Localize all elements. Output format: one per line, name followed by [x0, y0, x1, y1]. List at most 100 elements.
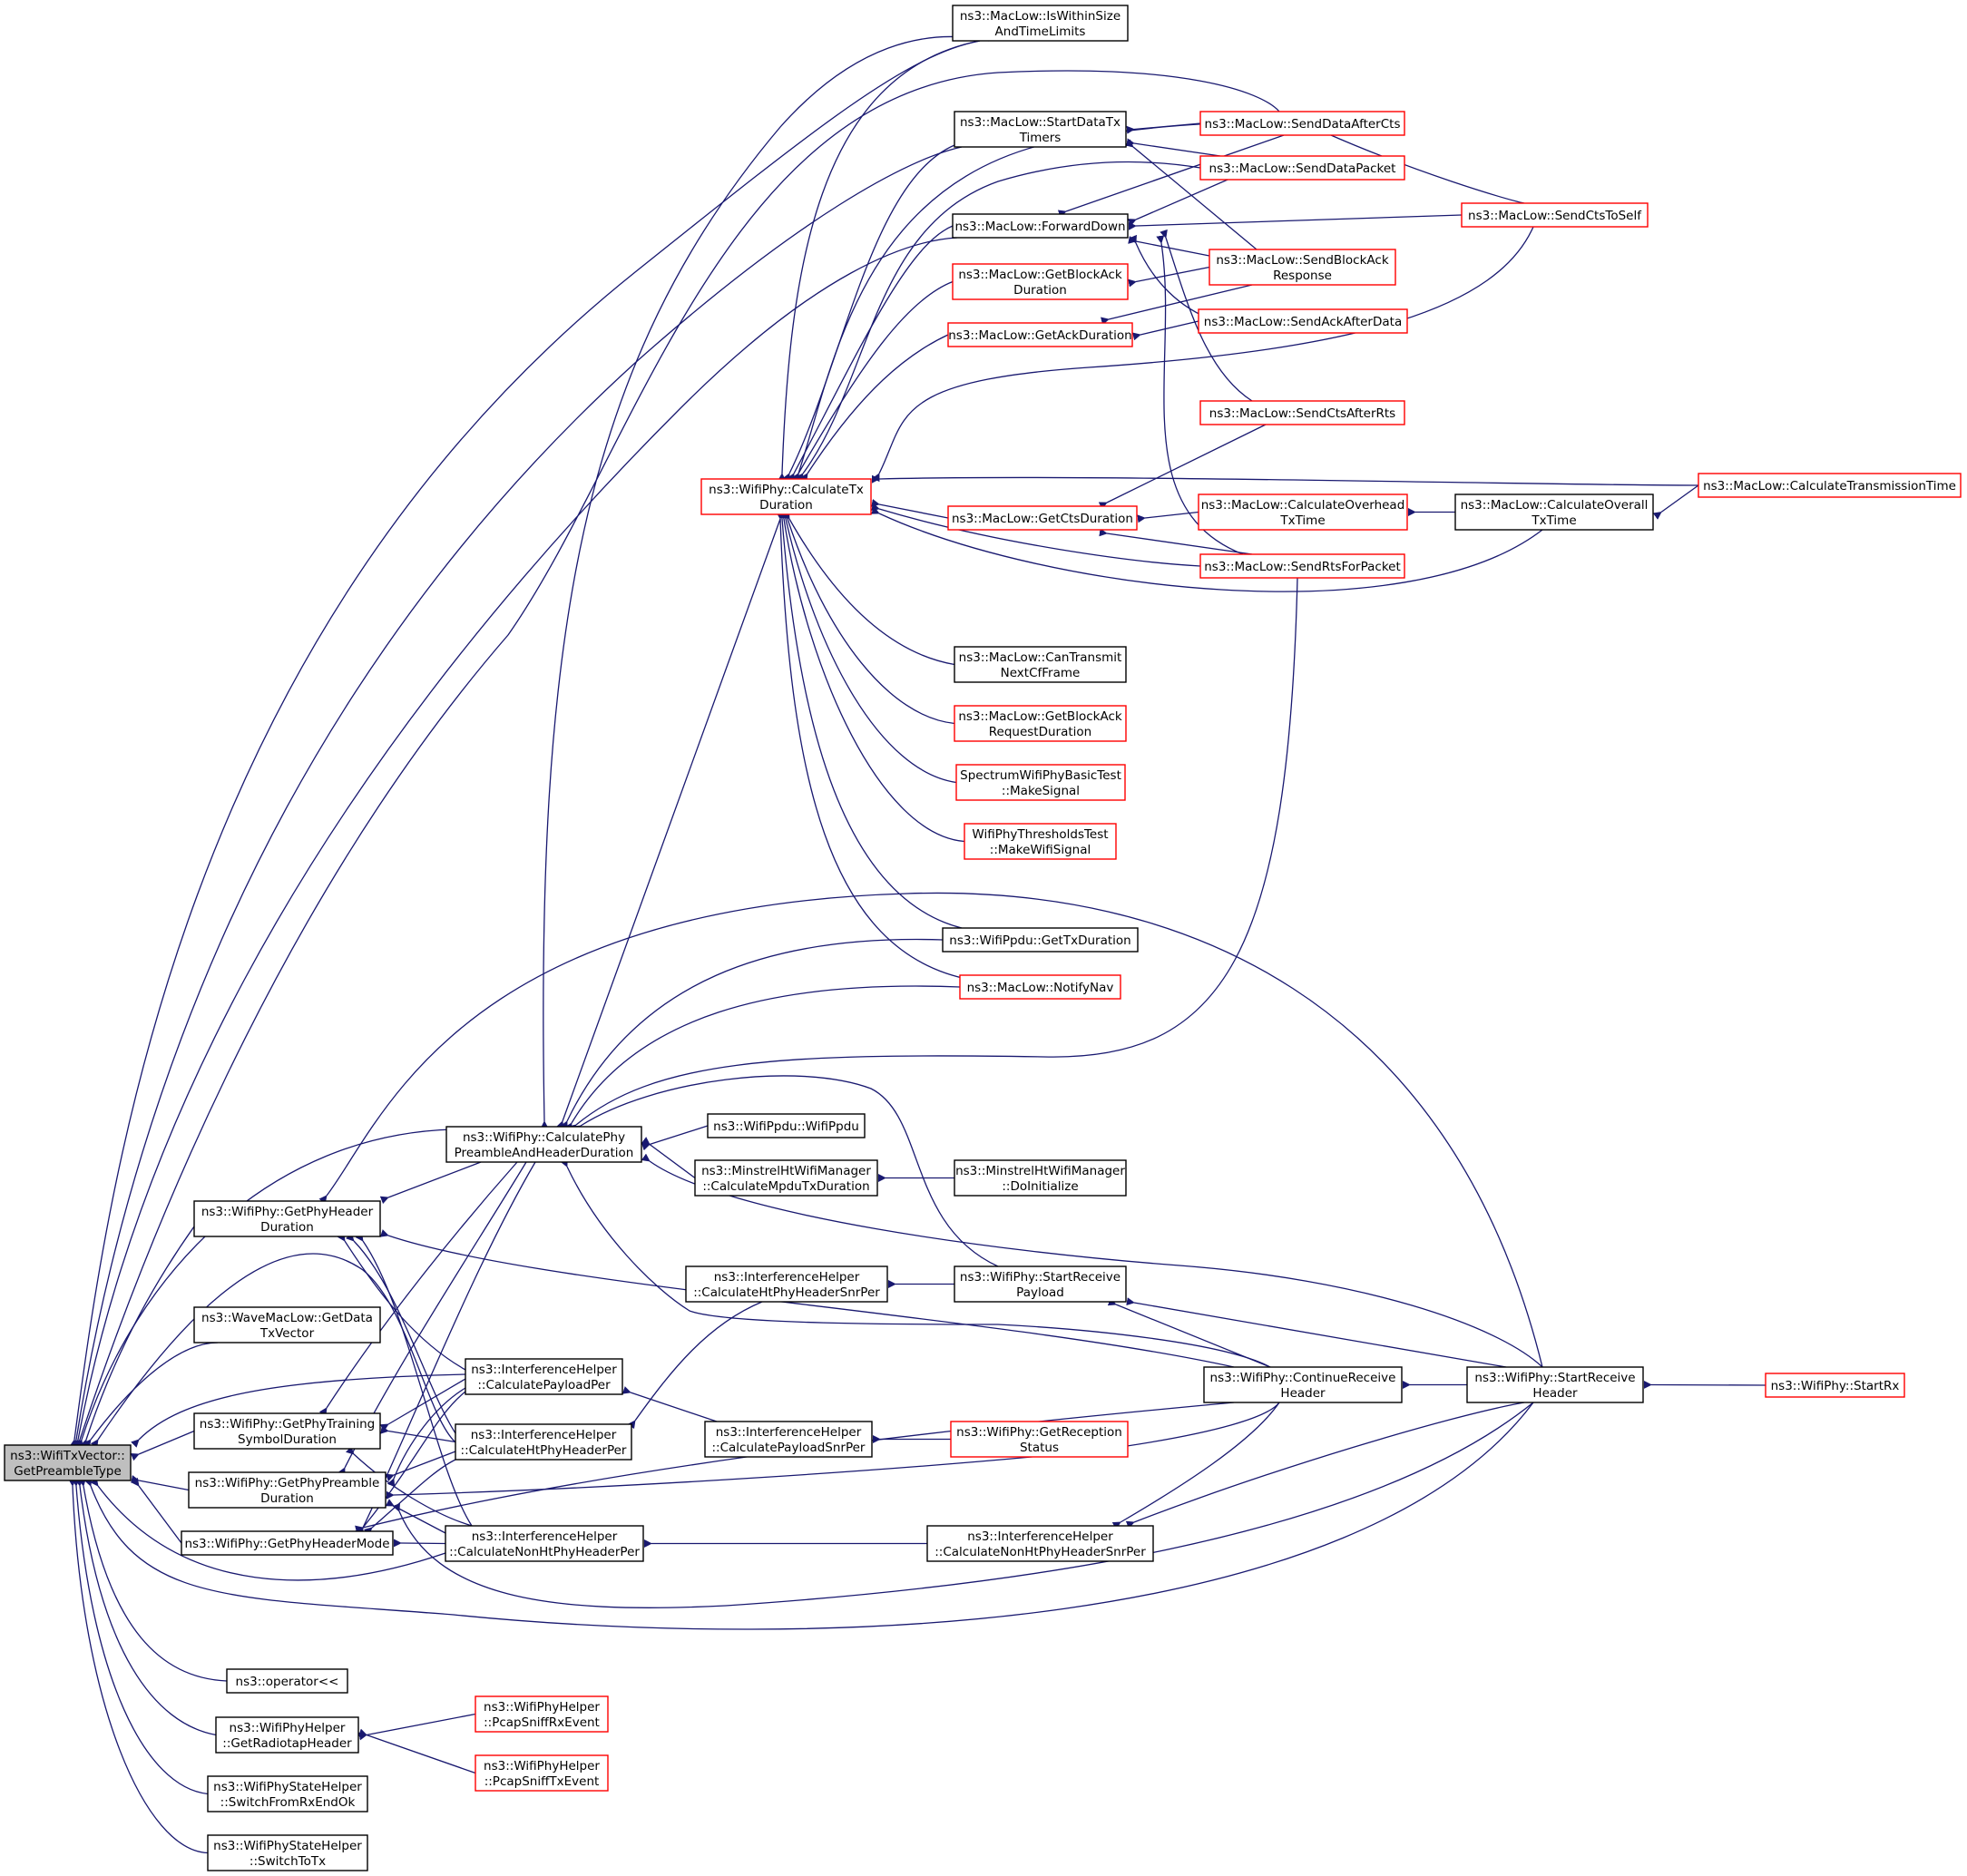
node-label-line: Header — [1532, 1386, 1578, 1401]
edge-calcOverall-calcTransTime — [1652, 484, 1699, 520]
node-label-line: ns3::MacLow::SendAckAfterData — [1204, 315, 1402, 329]
node-box — [694, 1159, 878, 1197]
edge-calcTxDur-sendCtsToSelf — [872, 226, 1534, 483]
edge-root-startRecvHeader — [83, 1402, 1534, 1630]
node-label-line: TxTime — [1279, 513, 1325, 528]
node-getCtsDur[interactable]: ns3::MacLow::GetCtsDuration — [947, 505, 1138, 531]
node-label-line: ns3::MacLow::NotifyNav — [967, 981, 1114, 995]
edge-calcPhyPreamble-startRecvPayload — [572, 1075, 999, 1267]
node-pcapRx[interactable]: ns3::WifiPhyHelper::PcapSniffRxEvent — [475, 1695, 609, 1733]
node-getPhyHeaderMode[interactable]: ns3::WifiPhy::GetPhyHeaderMode — [181, 1530, 394, 1556]
edge-calcTxDur-sendDataAfterCts — [792, 122, 1208, 483]
node-ihCalcHtSnr[interactable]: ns3::InterferenceHelper::CalculateHtPhyH… — [685, 1265, 888, 1303]
node-operatorLtLt[interactable]: ns3::operator<< — [226, 1668, 348, 1694]
node-label-line: ns3::WifiPhy::StartReceive — [960, 1270, 1121, 1285]
node-calcTransTime[interactable]: ns3::MacLow::CalculateTransmissionTime — [1698, 473, 1962, 498]
node-label-line: ns3::MacLow::CanTransmit — [959, 650, 1122, 665]
node-ihCalcPayloadSnr[interactable]: ns3::InterferenceHelper::CalculatePayloa… — [704, 1421, 873, 1458]
node-label-line: ::SwitchFromRxEndOk — [220, 1795, 356, 1810]
node-label-line: ns3::WifiPhy::GetPhyHeaderMode — [184, 1537, 389, 1551]
node-label-line: WifiPhyThresholdsTest — [972, 827, 1108, 842]
edge-calcTxDur-getBlockAckReq — [781, 510, 955, 725]
node-label-line: TxTime — [1531, 513, 1576, 528]
node-label-line: ns3::InterferenceHelper — [714, 1270, 860, 1285]
node-label-line: Duration — [1013, 283, 1067, 298]
node-minstrelCalc[interactable]: ns3::MinstrelHtWifiManager::CalculateMpd… — [694, 1159, 878, 1197]
node-box — [4, 1444, 132, 1481]
node-spectrumTest[interactable]: SpectrumWifiPhyBasicTest::MakeSignal — [955, 764, 1126, 801]
node-root[interactable]: ns3::WifiTxVector::GetPreambleType — [4, 1444, 132, 1481]
node-box — [1454, 493, 1654, 531]
node-sendDataPacket[interactable]: ns3::MacLow::SendDataPacket — [1199, 155, 1405, 181]
node-calcPhyPreamble[interactable]: ns3::WifiPhy::CalculatePhyPreambleAndHea… — [445, 1126, 642, 1163]
node-sendRtsForPacket[interactable]: ns3::MacLow::SendRtsForPacket — [1199, 553, 1405, 579]
node-getPhyTraining[interactable]: ns3::WifiPhy::GetPhyTrainingSymbolDurati… — [193, 1412, 381, 1450]
node-stateSwitchRxEnd[interactable]: ns3::WifiPhyStateHelper::SwitchFromRxEnd… — [207, 1775, 368, 1812]
edge-root-ihCalcHtPer — [90, 1253, 456, 1449]
node-ihCalcPayloadPer[interactable]: ns3::InterferenceHelper::CalculatePayloa… — [465, 1358, 623, 1395]
node-box — [954, 705, 1127, 742]
node-box — [1199, 553, 1405, 579]
node-box — [954, 111, 1127, 148]
node-ihCalcNonHtSnr[interactable]: ns3::InterferenceHelper::CalculateNonHtP… — [926, 1525, 1154, 1562]
node-box — [952, 263, 1129, 300]
node-stateSwitchTx[interactable]: ns3::WifiPhyStateHelper::SwitchToTx — [207, 1834, 368, 1871]
node-label-line: ns3::MacLow::SendRtsForPacket — [1204, 560, 1401, 574]
edge-calcPhyPreamble-calcTxDur — [556, 518, 781, 1130]
node-box — [465, 1358, 623, 1395]
node-thresholdsTest[interactable]: WifiPhyThresholdsTest::MakeWifiSignal — [964, 823, 1117, 860]
node-ihCalcHtPer[interactable]: ns3::InterferenceHelper::CalculateHtPhyH… — [455, 1423, 632, 1461]
edge-calcPhyPreamble-sendRtsForPacket — [567, 577, 1298, 1133]
node-minstrelInit[interactable]: ns3::MinstrelHtWifiManager::DoInitialize — [954, 1159, 1127, 1197]
node-label-line: ns3::WifiPhy::StartReceive — [1474, 1371, 1635, 1385]
node-notifyNav[interactable]: ns3::MacLow::NotifyNav — [959, 974, 1121, 1000]
node-label-line: RequestDuration — [989, 725, 1091, 739]
node-ihCalcNonHtPer[interactable]: ns3::InterferenceHelper::CalculateNonHtP… — [445, 1525, 644, 1562]
node-pcapTx[interactable]: ns3::WifiPhyHelper::PcapSniffTxEvent — [475, 1754, 609, 1792]
node-sendDataAfterCts[interactable]: ns3::MacLow::SendDataAfterCts — [1199, 111, 1405, 136]
node-forwardDown[interactable]: ns3::MacLow::ForwardDown — [952, 213, 1129, 239]
node-box — [1198, 308, 1408, 334]
node-box — [475, 1695, 609, 1733]
edge-calcTxDur-canTransmit — [782, 510, 955, 666]
node-label-line: ns3::WifiPhyHelper — [484, 1759, 600, 1773]
node-wifiPpdu[interactable]: ns3::WifiPpdu::WifiPpdu — [707, 1113, 866, 1138]
edge-calcTxDur-getAckDur — [799, 334, 949, 483]
node-sendCtsToSelf[interactable]: ns3::MacLow::SendCtsToSelf — [1461, 202, 1649, 228]
node-label-line: ns3::MacLow::ForwardDown — [954, 220, 1125, 234]
node-sendAckAfterData[interactable]: ns3::MacLow::SendAckAfterData — [1198, 308, 1408, 334]
node-label-line: ns3::WifiPhy::GetPhyHeader — [201, 1205, 374, 1219]
node-layer: ns3::WifiTxVector::GetPreambleType ns3::M… — [4, 5, 1962, 1871]
node-startRx[interactable]: ns3::WifiPhy::StartRx — [1765, 1373, 1905, 1398]
node-label-line: ns3::MacLow::GetBlockAck — [958, 709, 1122, 724]
node-ppduGetTxDur[interactable]: ns3::WifiPpdu::GetTxDuration — [942, 927, 1139, 953]
edge-calcPhyPreamble-continueRecvHeader — [560, 1158, 1271, 1368]
node-sendCtsAfterRts[interactable]: ns3::MacLow::SendCtsAfterRts — [1199, 400, 1405, 425]
node-helperRadiotap[interactable]: ns3::WifiPhyHelper::GetRadiotapHeader — [215, 1716, 359, 1754]
node-box — [445, 1126, 642, 1163]
node-label-line: ns3::WaveMacLow::GetData — [201, 1311, 373, 1325]
node-label-line: Response — [1273, 269, 1332, 283]
node-label-line: ns3::MacLow::IsWithinSize — [960, 9, 1121, 24]
node-getAckDur[interactable]: ns3::MacLow::GetAckDuration — [947, 322, 1133, 347]
node-label-line: ns3::MacLow::CalculateOverhead — [1201, 498, 1405, 513]
edge-calcTxDur-forwardDown — [787, 225, 954, 483]
edge-getAckDur-sendAckAfterData — [1132, 320, 1199, 341]
edge-startRecvPayload-continueRecvHeader — [1107, 1297, 1271, 1368]
